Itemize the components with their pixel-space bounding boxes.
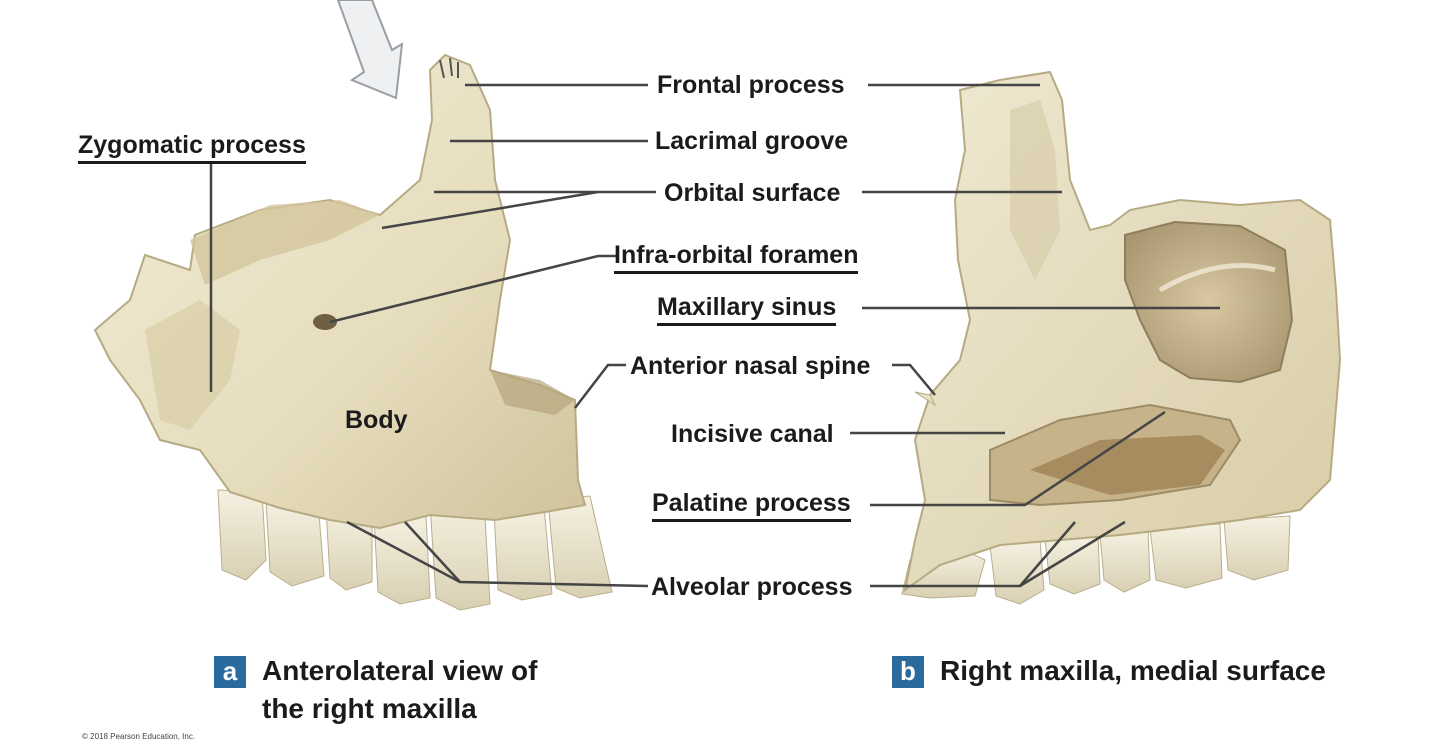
leader-alveolar-b2 — [1019, 520, 1126, 588]
leader-orbital-a2 — [381, 190, 599, 230]
caption-b-badge: b — [892, 656, 924, 688]
leader-nasal-spine-b — [892, 363, 936, 396]
label-infraorbital-foramen: Infra-orbital foramen — [614, 240, 859, 274]
caption-a-line2: the right maxilla — [262, 693, 477, 724]
leader-lines — [209, 83, 1220, 588]
caption-b-line1: Right maxilla, medial surface — [940, 655, 1326, 686]
label-zygomatic-process: Zygomatic process — [78, 130, 306, 164]
caption-a-badge: a — [214, 656, 246, 688]
leader-infraorbital — [329, 254, 616, 324]
label-palatine-process: Palatine process — [652, 488, 851, 522]
label-orbital-surface: Orbital surface — [664, 179, 841, 207]
caption-a-line1: Anterolateral view of — [262, 655, 538, 686]
leader-nasal-spine-a — [574, 363, 626, 409]
copyright-notice: © 2018 Pearson Education, Inc. — [82, 732, 196, 741]
teeth-a — [217, 489, 613, 611]
direction-arrow — [336, 0, 404, 100]
label-lacrimal-groove: Lacrimal groove — [655, 127, 849, 155]
label-anterior-nasal-spine: Anterior nasal spine — [630, 352, 871, 380]
label-incisive-canal: Incisive canal — [671, 420, 834, 448]
label-frontal-process: Frontal process — [657, 71, 845, 99]
bone-b — [901, 70, 1342, 605]
label-body: Body — [345, 406, 408, 434]
label-maxillary-sinus: Maxillary sinus — [657, 292, 837, 326]
leader-palatine — [870, 410, 1166, 507]
bone-a — [93, 53, 613, 611]
label-alveolar-process: Alveolar process — [651, 573, 853, 601]
leader-alveolar-a2 — [404, 521, 461, 583]
